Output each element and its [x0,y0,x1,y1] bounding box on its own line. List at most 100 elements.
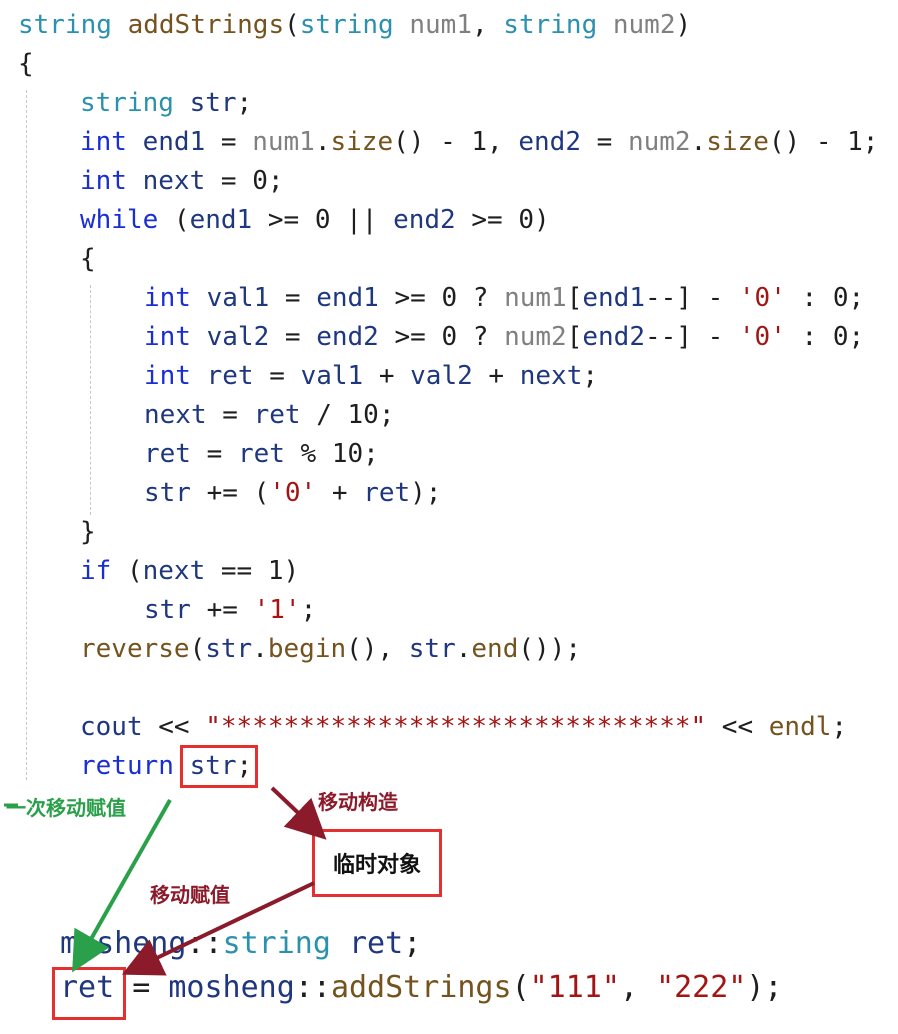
code-token: size [706,127,769,157]
code-token: next [142,166,206,196]
indent-guide-inner [90,285,91,515]
code-token: return [80,751,190,781]
code-token: ( [284,10,300,40]
code-line: return str; [18,747,878,786]
code-token: ()); [518,634,581,664]
code-line: while (end1 >= 0 || end2 >= 0) [18,201,878,240]
code-token: () - 1, [393,127,519,157]
code-token: ; [582,361,599,391]
code-token: num2 [504,322,567,352]
bottom-code-token: addStrings [330,970,512,1005]
code-token: = [205,127,253,157]
indent-guide-outer [26,90,27,780]
code-token: ret [206,361,254,391]
code-token: cout [80,712,143,742]
bottom-code-token: string [222,926,349,961]
bottom-code-token: ret [349,926,404,961]
bottom-code-token: ret [60,970,115,1005]
bottom-code-token: = [114,970,169,1005]
code-token: ) [675,10,692,40]
move-construct-label: 移动构造 [318,790,398,814]
code-token: num2 [627,127,691,157]
code-token: << [142,712,206,742]
code-token: / 10; [300,400,395,430]
code-token: (), [346,634,409,664]
code-token: ; [300,595,317,625]
code-token: += ( [190,478,270,508]
code-token: end2 [582,322,645,352]
code-token: int [144,283,207,313]
code-token: val2 [410,361,473,391]
code-line: } [18,513,878,552]
code-token: . [314,127,331,157]
code-token: end2 [393,205,456,235]
temp-object-box: 临时对象 [312,829,442,897]
code-token: --] - [644,283,739,313]
code-token: end1 [582,283,645,313]
code-token: '1' [253,595,301,625]
code-token: : 0; [785,322,865,352]
code-token: end2 [518,127,581,157]
code-token: if [80,556,127,586]
code-token: string [299,10,410,40]
code-token: ret [253,400,301,430]
code-token: , [471,10,504,40]
code-token: next [144,400,207,430]
code-token: ( [126,556,143,586]
red-arrow-move-construct [270,786,327,840]
code-token: --] - [644,322,739,352]
bottom-code-token: ; [403,926,422,961]
code-token: '0' [269,478,317,508]
code-token: str [189,88,237,118]
code-token: int [80,166,143,196]
code-token: { [18,49,34,79]
code-token: [ [566,322,583,352]
code-token: ( [173,205,190,235]
code-line: int next = 0; [18,162,878,201]
code-line: ret = ret % 10; [18,435,878,474]
code-token: = [269,322,317,352]
code-token: + [316,478,364,508]
code-token: . [455,634,472,664]
code-token: '0' [738,322,786,352]
bottom-code-token: ( [511,970,530,1005]
code-token: str [144,478,191,508]
red-arrow-move-assign [121,881,315,976]
code-token: str [205,634,253,664]
code-token: ret [363,478,411,508]
code-token: += [190,595,254,625]
bottom-code-token: "111" [529,970,620,1005]
code-token: begin [267,634,347,664]
code-token: = [190,439,238,469]
code-token: end2 [316,322,379,352]
code-token: str [189,751,237,781]
code-token: . [252,634,268,664]
code-token: >= 0 ? [378,283,505,313]
code-token: num1 [409,10,472,40]
code-token: + [472,361,520,391]
code-token: = [580,127,628,157]
code-line: reverse(str.begin(), str.end()); [18,630,878,669]
code-line: next = ret / 10; [18,396,878,435]
code-token: end1 [316,283,379,313]
code-token: ret [237,439,285,469]
code-token: >= 0) [455,205,550,235]
code-token: ret [144,439,191,469]
code-token: str [408,634,456,664]
code-line: str += ('0' + ret); [18,474,878,513]
code-token: end [471,634,519,664]
code-token: ); [410,478,442,508]
bottom-code-token: :: [186,926,223,961]
code-token: int [144,322,207,352]
code-token: reverse [80,634,190,664]
code-token: == 1) [205,556,300,586]
code-token: addStrings [127,10,285,40]
code-line: int val2 = end2 >= 0 ? num2[end2--] - '0… [18,318,878,357]
code-token: next [519,361,583,391]
code-token: [ [566,283,583,313]
code-line: { [18,45,878,84]
code-line: cout << "******************************"… [18,708,878,747]
code-token: end1 [142,127,206,157]
code-token: ; [236,88,253,118]
code-token: = [206,400,254,430]
